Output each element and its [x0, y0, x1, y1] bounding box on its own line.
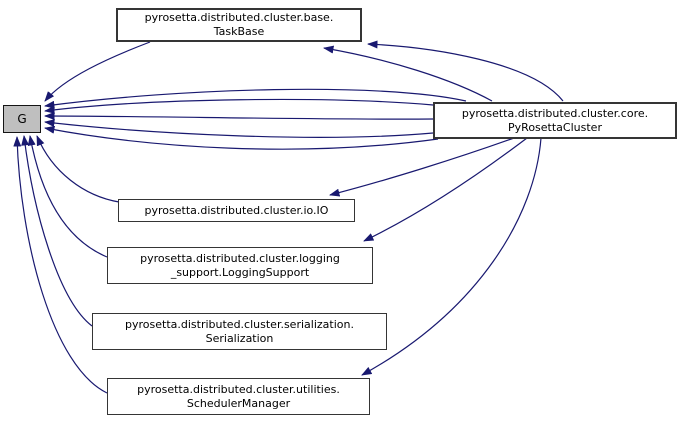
edge-core-to-g-1 — [44, 88, 467, 109]
node-pyrosettacluster-line1: pyrosetta.distributed.cluster.core. — [461, 106, 649, 120]
node-schedulermanager-line2: SchedulerManager — [186, 396, 291, 410]
node-loggingsupport[interactable]: pyrosetta.distributed.cluster.logging _s… — [107, 247, 373, 284]
node-g-label: G — [17, 112, 27, 126]
edge-core-to-g-4 — [44, 119, 434, 138]
edge-io-to-g — [36, 135, 120, 203]
node-loggingsupport-line1: pyrosetta.distributed.cluster.logging — [140, 251, 340, 265]
edge-core-to-taskbase-2 — [367, 40, 564, 102]
node-serialization-line2: Serialization — [205, 331, 274, 345]
node-serialization[interactable]: pyrosetta.distributed.cluster.serializat… — [92, 313, 387, 350]
edge-serialization-to-g — [21, 135, 93, 327]
edge-core-to-g-2 — [44, 98, 434, 114]
edge-utilities-to-g — [13, 136, 108, 394]
node-pyrosettacluster[interactable]: pyrosetta.distributed.cluster.core. PyRo… — [433, 102, 677, 139]
edge-core-to-g-3 — [44, 112, 434, 121]
node-serialization-line1: pyrosetta.distributed.cluster.serializat… — [125, 317, 354, 331]
node-taskbase[interactable]: pyrosetta.distributed.cluster.base. Task… — [116, 8, 362, 42]
edge-core-to-taskbase-1 — [323, 45, 493, 102]
node-io-line1: pyrosetta.distributed.cluster.io.IO — [144, 203, 329, 217]
edge-logging-to-g — [27, 135, 108, 258]
node-taskbase-line2: TaskBase — [213, 25, 265, 38]
edge-core-to-utilities — [361, 137, 542, 376]
node-loggingsupport-line2: _support.LoggingSupport — [170, 265, 310, 279]
node-io[interactable]: pyrosetta.distributed.cluster.io.IO — [118, 199, 355, 222]
edge-core-to-io — [329, 137, 515, 197]
node-schedulermanager-line1: pyrosetta.distributed.cluster.utilities. — [137, 382, 340, 396]
node-taskbase-line1: pyrosetta.distributed.cluster.base. — [144, 11, 334, 24]
edge-core-to-g-5 — [44, 125, 439, 150]
node-schedulermanager[interactable]: pyrosetta.distributed.cluster.utilities.… — [107, 378, 370, 415]
node-pyrosettacluster-line2: PyRosettaCluster — [508, 120, 602, 134]
edge-core-to-logging — [363, 137, 528, 242]
node-g: G — [3, 105, 41, 133]
edge-taskbase-to-g — [44, 41, 151, 102]
